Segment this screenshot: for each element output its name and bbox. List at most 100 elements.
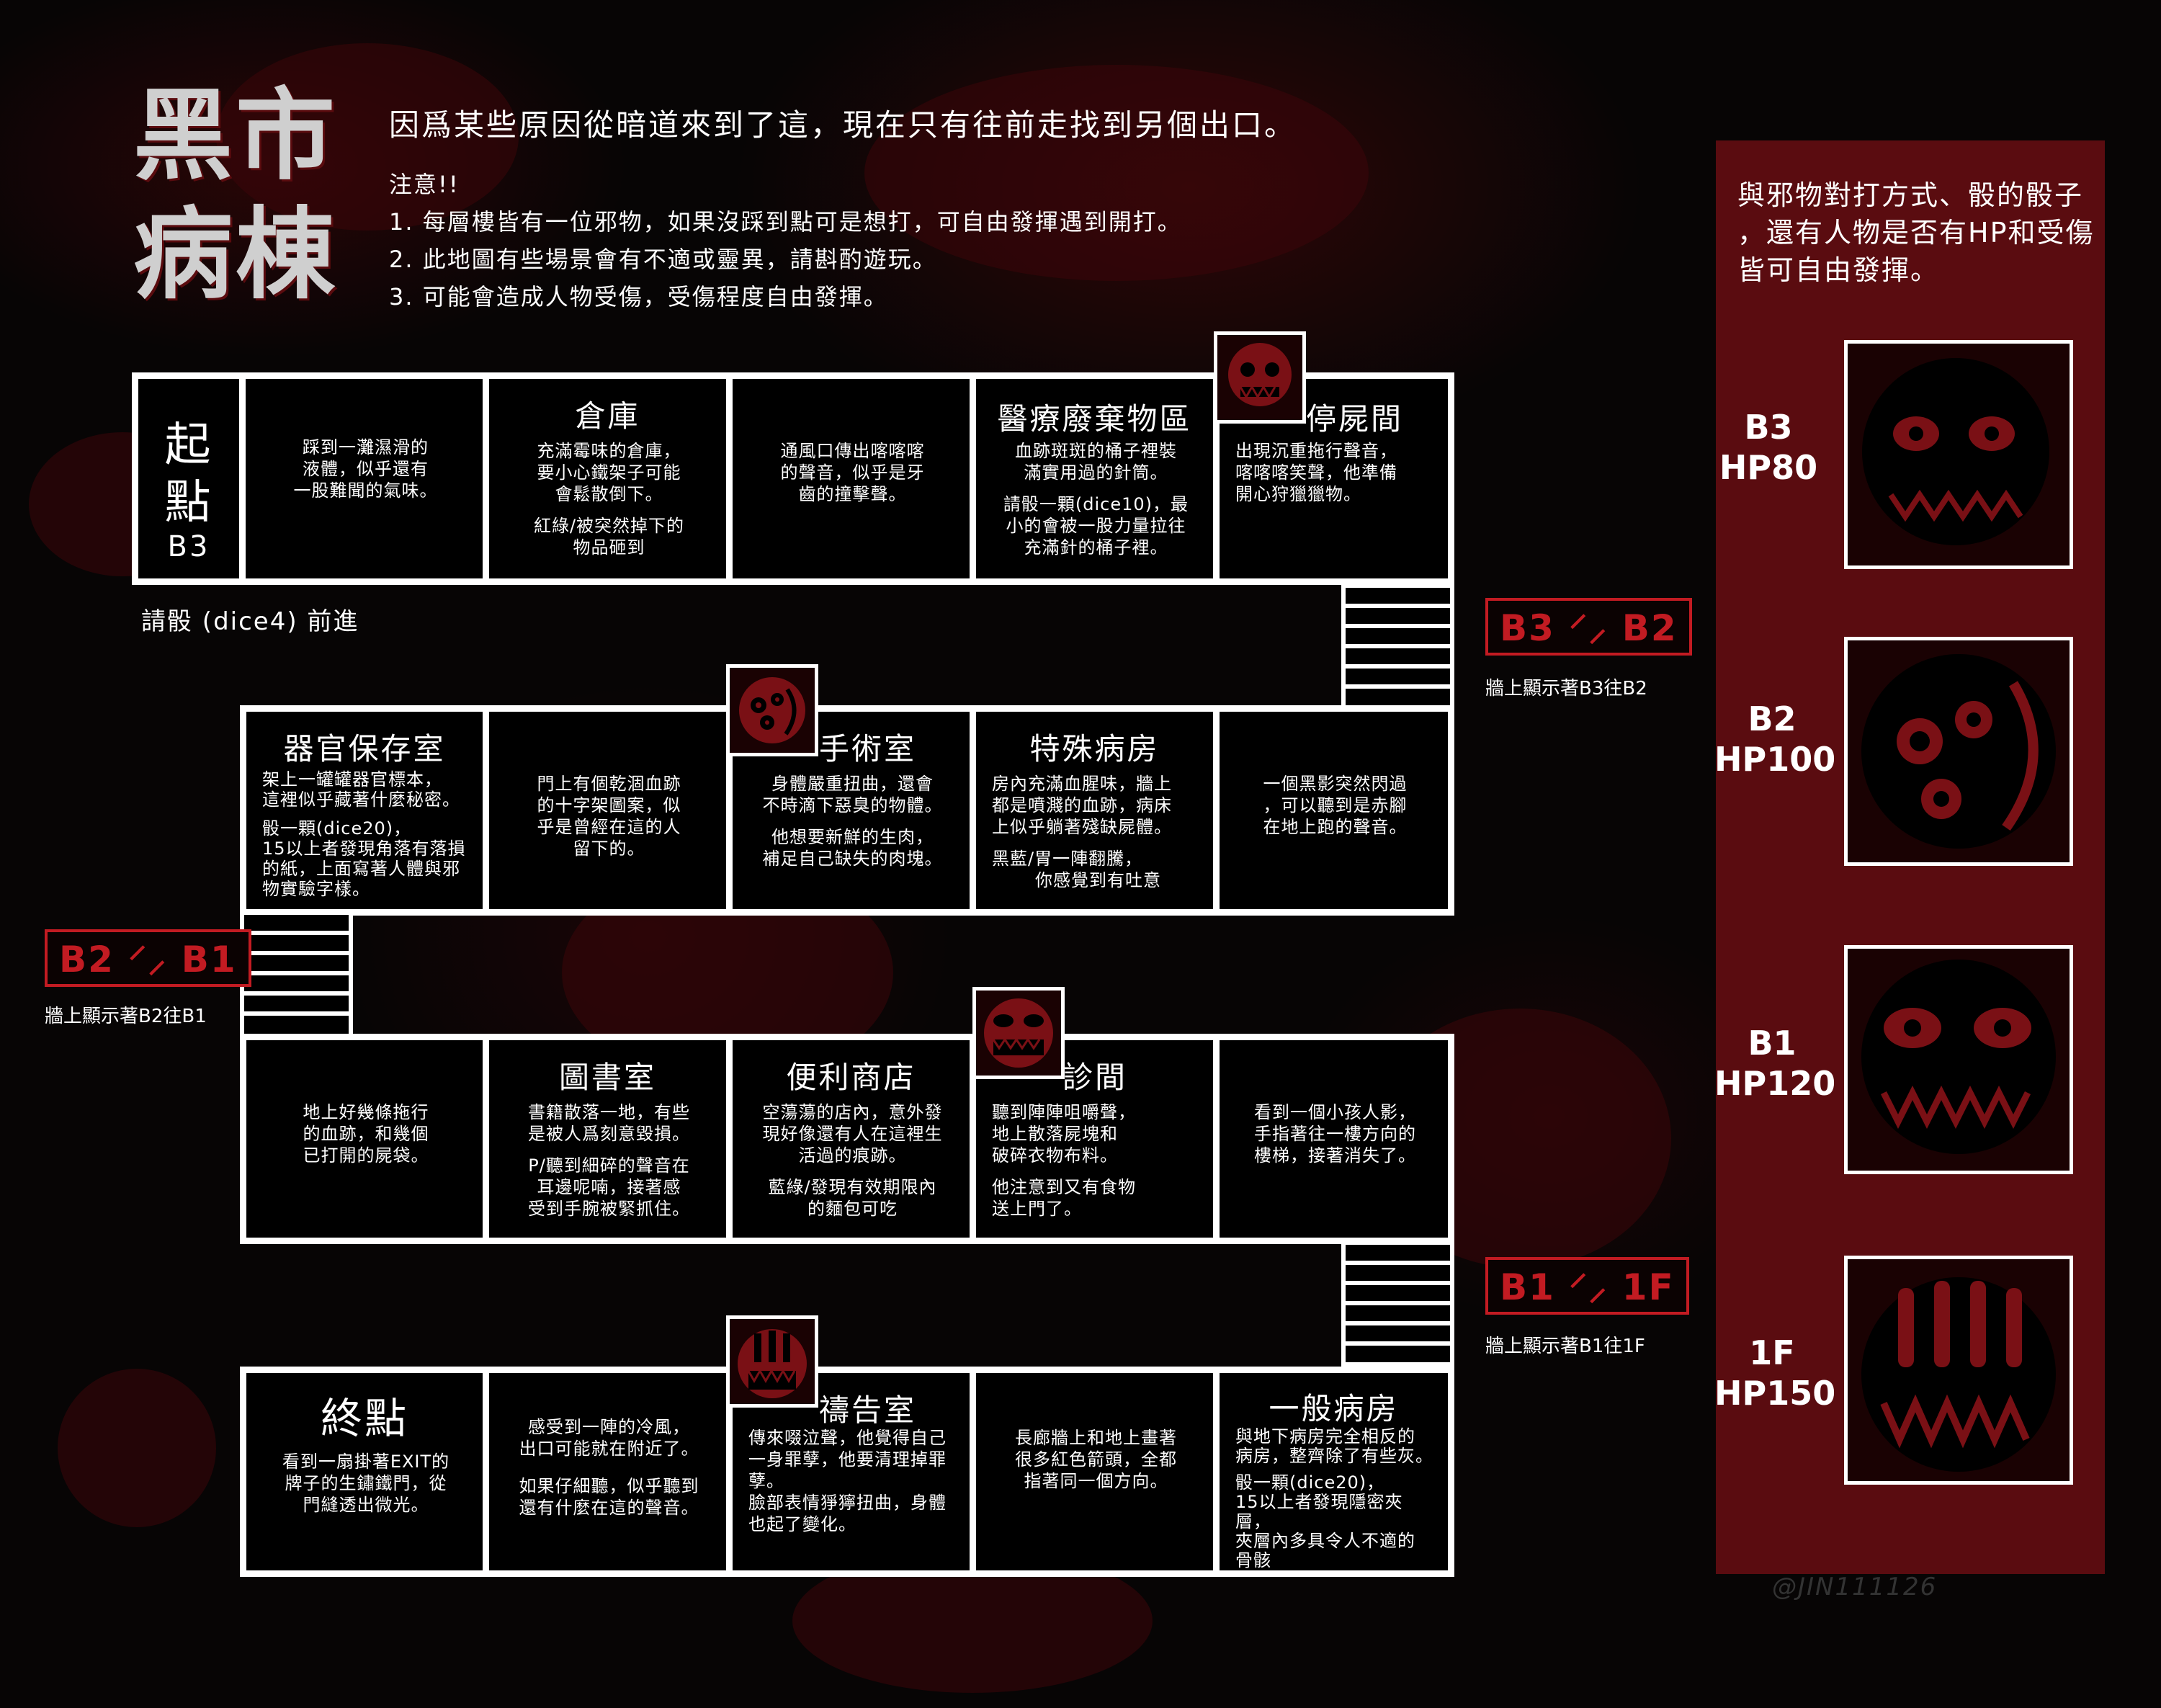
boss-label-b2: B2 HP100 bbox=[1714, 699, 1835, 779]
room-cell[interactable]: 踩到一灘濕滑的 液體，似乎還有 一股難聞的氣味。 bbox=[246, 379, 483, 578]
room-name: 終點 bbox=[320, 1394, 408, 1443]
desc-line: 不時滴下惡臭的物體。 bbox=[762, 795, 943, 815]
stairs-label-b2-b1: B2 ⸍⸝ B1 bbox=[45, 929, 251, 987]
desc-line: ，可以聽到是赤腳 bbox=[1263, 795, 1408, 815]
end-cell[interactable]: 終點 看到一扇掛著EXIT的 牌子的生鏽鐵門，從 門縫透出微光。 bbox=[246, 1373, 483, 1570]
desc-line: 紅綠/被突然掉下的 bbox=[533, 516, 685, 536]
room-desc: 門上有個乾涸血跡 的十字架圖案，似 乎是曾經在這的人 留下的。 bbox=[505, 773, 713, 859]
desc-line: 送上門了。 bbox=[992, 1199, 1082, 1219]
boss-portrait-b3 bbox=[1844, 340, 2073, 569]
room-cell-organ-storage[interactable]: 器官保存室 架上一罐罐器官標本， 這裡似乎藏著什麼秘密。 骰一顆(dice20)… bbox=[246, 712, 483, 909]
desc-line: 黑藍/胃一陣翻騰， bbox=[992, 849, 1143, 869]
desc-line: 滿實用過的針筒。 bbox=[1024, 462, 1168, 483]
desc-line: 充滿霉味的倉庫， bbox=[537, 441, 681, 461]
dice-hint: 請骰 (dice4) 前進 bbox=[141, 607, 359, 636]
room-cell-warehouse[interactable]: 倉庫 充滿霉味的倉庫， 要小心鐵架子可能 會鬆散倒下。 紅綠/被突然掉下的 物品… bbox=[489, 379, 726, 578]
room-cell-convenience-store[interactable]: 便利商店 空蕩蕩的店內，意外發 現好像還有人在這裡生 活過的痕跡。 藍綠/發現有… bbox=[733, 1040, 970, 1238]
room-desc: 踩到一灘濕滑的 液體，似乎還有 一股難聞的氣味。 bbox=[261, 437, 470, 501]
room-desc: 長廊牆上和地上畫著 很多紅色箭頭，全都 指著同一個方向。 bbox=[992, 1427, 1200, 1492]
desc-line: 齒的撞擊聲。 bbox=[798, 484, 907, 504]
desc-line: 也起了變化。 bbox=[748, 1514, 856, 1534]
start-label-bottom: 點 bbox=[164, 476, 213, 529]
notes-item: 3. 可能會造成人物受傷，受傷程度自由發揮。 bbox=[389, 283, 888, 310]
title-line1: 黑市 bbox=[133, 78, 339, 194]
desc-line: 與地下病房完全相反的 bbox=[1235, 1426, 1415, 1447]
room-cell-medical-waste[interactable]: 醫療廢棄物區 血跡斑斑的桶子裡裝 滿實用過的針筒。 請骰一顆(dice10)，最… bbox=[976, 379, 1213, 578]
room-name: 倉庫 bbox=[575, 398, 640, 434]
boss-floor: B1 bbox=[1748, 1024, 1797, 1063]
panel-text-line: 與邪物對打方式、骰的骰子 bbox=[1737, 179, 2084, 211]
room-cell[interactable]: 一個黑影突然閃過 ，可以聽到是赤腳 在地上跑的聲音。 bbox=[1220, 712, 1448, 909]
boss-hp: HP120 bbox=[1714, 1064, 1836, 1103]
watermark: @JIN111126 bbox=[1772, 1573, 1938, 1601]
blood-splat bbox=[864, 65, 1369, 281]
desc-line: 看到一扇掛著EXIT的 bbox=[282, 1452, 450, 1472]
desc-line: 的麵包可吃 bbox=[807, 1199, 898, 1219]
boss-hp: HP150 bbox=[1714, 1374, 1836, 1413]
desc-line: 牌子的生鏽鐵門，從 bbox=[285, 1473, 447, 1493]
room-cell-prayer-room[interactable]: 禱告室 傳來啜泣聲，他覺得自己 一身罪孽，他要清理掉罪 孽。 臉部表情猙獰扭曲，… bbox=[733, 1373, 970, 1570]
desc-line: 15以上者發現角落有落損 bbox=[262, 839, 466, 859]
desc-line: 物品砸到 bbox=[573, 537, 645, 558]
room-desc: 地上好幾條拖行 的血跡，和幾個 已打開的屍袋。 bbox=[262, 1101, 470, 1166]
desc-line: 破碎衣物布料。 bbox=[992, 1145, 1118, 1166]
stairs-b3-b2[interactable] bbox=[1341, 584, 1454, 710]
desc-line: 地上好幾條拖行 bbox=[303, 1102, 429, 1122]
desc-line: 身體嚴重扭曲，還會 bbox=[771, 774, 934, 794]
desc-line: 長廊牆上和地上畫著 bbox=[1015, 1428, 1177, 1448]
desc-line: 耳邊呢喃，接著感 bbox=[537, 1177, 681, 1197]
desc-line: 出口可能就在附近了。 bbox=[519, 1439, 699, 1459]
room-cell[interactable]: 感受到一陣的冷風， 出口可能就在附近了。 如果仔細聽，似乎聽到 還有什麼在這的聲… bbox=[489, 1373, 726, 1570]
desc-line: P/聽到細碎的聲音在 bbox=[528, 1155, 690, 1176]
boss-label-1f: 1F HP150 bbox=[1714, 1333, 1836, 1413]
desc-line: 乎是曾經在這的人 bbox=[537, 817, 681, 837]
room-cell-clinic[interactable]: 診間 聽到陣陣咀嚼聲， 地上散落屍塊和 破碎衣物布料。 他注意到又有食物 送上門… bbox=[976, 1040, 1213, 1238]
desc-line: 藍綠/發現有效期限內 bbox=[768, 1177, 937, 1197]
stairs-b2-b1[interactable] bbox=[240, 911, 353, 1039]
desc-line: 他注意到又有食物 bbox=[992, 1177, 1136, 1197]
desc-line: 看到一個小孩人影， bbox=[1254, 1102, 1416, 1122]
room-desc: 看到一個小孩人影， 手指著往一樓方向的 樓梯，接著消失了。 bbox=[1235, 1101, 1435, 1166]
room-cell[interactable]: 門上有個乾涸血跡 的十字架圖案，似 乎是曾經在這的人 留下的。 bbox=[489, 712, 726, 909]
desc-line: 感受到一陣的冷風， bbox=[528, 1417, 690, 1437]
desc-line: 已打開的屍袋。 bbox=[303, 1145, 429, 1166]
room-name: 手術室 bbox=[819, 731, 917, 766]
desc-line: 如果仔細聽，似乎聽到 bbox=[519, 1476, 699, 1496]
room-desc: 看到一扇掛著EXIT的 牌子的生鏽鐵門，從 門縫透出微光。 bbox=[262, 1451, 470, 1516]
desc-line: 踩到一灘濕滑的 bbox=[303, 437, 429, 457]
desc-line: 是被人爲刻意毀損。 bbox=[528, 1124, 690, 1144]
start-floor: B3 bbox=[167, 530, 210, 563]
desc-line: 都是噴濺的血跡，病床 bbox=[992, 795, 1172, 815]
desc-line: 充滿針的桶子裡。 bbox=[1024, 537, 1168, 558]
desc-line: 骰一顆(dice20)， bbox=[1235, 1472, 1385, 1493]
room-desc: 身體嚴重扭曲，還會 不時滴下惡臭的物體。 他想要新鮮的生肉， 補足自己缺失的肉塊… bbox=[748, 773, 957, 869]
room-cell[interactable]: 看到一個小孩人影， 手指著往一樓方向的 樓梯，接著消失了。 bbox=[1220, 1040, 1448, 1238]
desc-line: 液體，似乎還有 bbox=[303, 459, 429, 479]
desc-line: 補足自己缺失的肉塊。 bbox=[762, 849, 943, 869]
boss-floor: B3 bbox=[1744, 408, 1793, 447]
notes-item: 2. 此地圖有些場景會有不適或靈異，請斟酌遊玩。 bbox=[389, 246, 937, 273]
room-desc: 書籍散落一地，有些 是被人爲刻意毀損。 P/聽到細碎的聲音在 耳邊呢喃，接著感 … bbox=[505, 1101, 713, 1220]
desc-line: 小的會被一股力量拉往 bbox=[1006, 516, 1186, 536]
room-desc: 通風口傳出喀喀喀 的聲音，似乎是牙 齒的撞擊聲。 bbox=[748, 440, 957, 505]
room-cell[interactable]: 地上好幾條拖行 的血跡，和幾個 已打開的屍袋。 bbox=[246, 1040, 483, 1238]
stairs-label-b3-b2: B3 ⸍⸝ B2 bbox=[1485, 598, 1692, 656]
room-cell[interactable]: 通風口傳出喀喀喀 的聲音，似乎是牙 齒的撞擊聲。 bbox=[733, 379, 970, 578]
room-cell-general-ward[interactable]: 一般病房 與地下病房完全相反的 病房，整齊除了有些灰。 骰一顆(dice20)，… bbox=[1220, 1373, 1448, 1570]
desc-line: 出現沉重拖行聲音， bbox=[1235, 441, 1397, 461]
desc-line: 夾層內多具令人不適的 bbox=[1235, 1531, 1415, 1551]
monster-icon-b2 bbox=[726, 664, 818, 756]
room-cell-library[interactable]: 圖書室 書籍散落一地，有些 是被人爲刻意毀損。 P/聽到細碎的聲音在 耳邊呢喃，… bbox=[489, 1040, 726, 1238]
panel-text-line: ，還有人物是否有HP和受傷 bbox=[1737, 217, 2095, 249]
desc-line: 你感覺到有吐意 bbox=[1035, 870, 1161, 890]
monster-icon-1f bbox=[726, 1315, 818, 1408]
desc-line: 空蕩蕩的店內，意外發 bbox=[762, 1102, 943, 1122]
desc-line: 物實驗字樣。 bbox=[262, 879, 370, 899]
room-cell-special-ward[interactable]: 特殊病房 房內充滿血腥味，牆上 都是噴濺的血跡，病床 上似乎躺著殘缺屍體。 黑藍… bbox=[976, 712, 1213, 909]
start-cell[interactable]: 起 點 B3 bbox=[138, 379, 239, 578]
room-cell[interactable]: 長廊牆上和地上畫著 很多紅色箭頭，全都 指著同一個方向。 bbox=[976, 1373, 1213, 1570]
stairs-b1-1f[interactable] bbox=[1341, 1240, 1454, 1367]
desc-line: 現好像還有人在這裡生 bbox=[762, 1124, 943, 1144]
desc-line: 骰一顆(dice20)， bbox=[262, 818, 412, 839]
